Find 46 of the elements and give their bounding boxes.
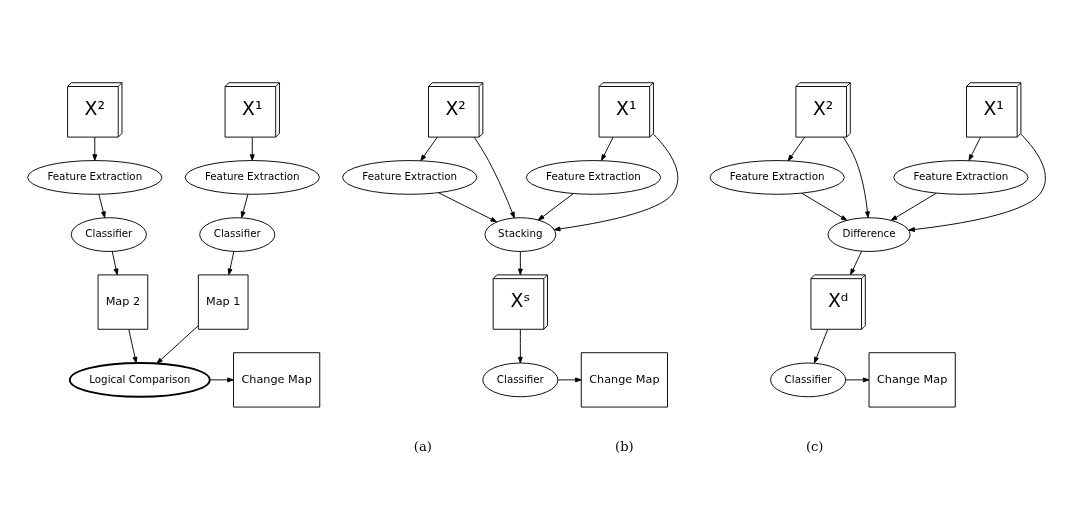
label: (b) — [615, 438, 634, 454]
node-box: Map 1 — [197, 274, 249, 330]
arrow — [98, 193, 106, 218]
node-ellipse: Logical Comparison — [68, 362, 211, 398]
node-box: Change Map — [580, 352, 668, 408]
node-ellipse: Classifier — [482, 362, 559, 398]
node-box: Change Map — [233, 352, 321, 408]
arrow — [249, 136, 255, 161]
arrow — [438, 192, 498, 223]
arrow — [968, 136, 982, 161]
node-ellipse: Feature Extraction — [184, 160, 320, 195]
node-ellipse: Feature Extraction — [525, 160, 662, 195]
node-box: Change Map — [868, 352, 956, 408]
arrow — [601, 136, 614, 161]
arrow — [473, 136, 515, 219]
node-ellipse: Feature Extraction — [27, 160, 163, 195]
node-ellipse: Feature Extraction — [342, 160, 478, 195]
node-ellipse: Feature Extraction — [709, 160, 845, 195]
node-ellipse: Classifier — [770, 362, 847, 398]
arrow — [128, 329, 138, 364]
label: (a) — [413, 438, 432, 454]
node-ellipse: Classifier — [199, 217, 276, 252]
node-ellipse: Classifier — [70, 217, 147, 252]
arrow — [537, 193, 574, 221]
arrow — [517, 329, 523, 364]
arrow — [845, 377, 870, 383]
node-ellipse: Feature Extraction — [893, 160, 1029, 195]
node-box: Map 2 — [97, 274, 149, 330]
arrow — [557, 377, 582, 383]
arrow — [92, 136, 98, 161]
arrow — [850, 250, 862, 276]
arrow — [420, 136, 438, 162]
arrow — [209, 377, 234, 383]
label: (c) — [805, 438, 824, 454]
arrow — [842, 136, 870, 218]
arrow — [890, 192, 937, 221]
arrow — [801, 192, 848, 221]
arrow — [553, 133, 679, 232]
arrow — [111, 250, 119, 276]
arrow — [227, 250, 235, 276]
arrow — [908, 133, 1046, 232]
arrow — [813, 329, 829, 364]
arrow — [156, 325, 199, 364]
arrow — [240, 193, 249, 218]
arrow — [787, 136, 806, 162]
arrow — [517, 251, 523, 276]
